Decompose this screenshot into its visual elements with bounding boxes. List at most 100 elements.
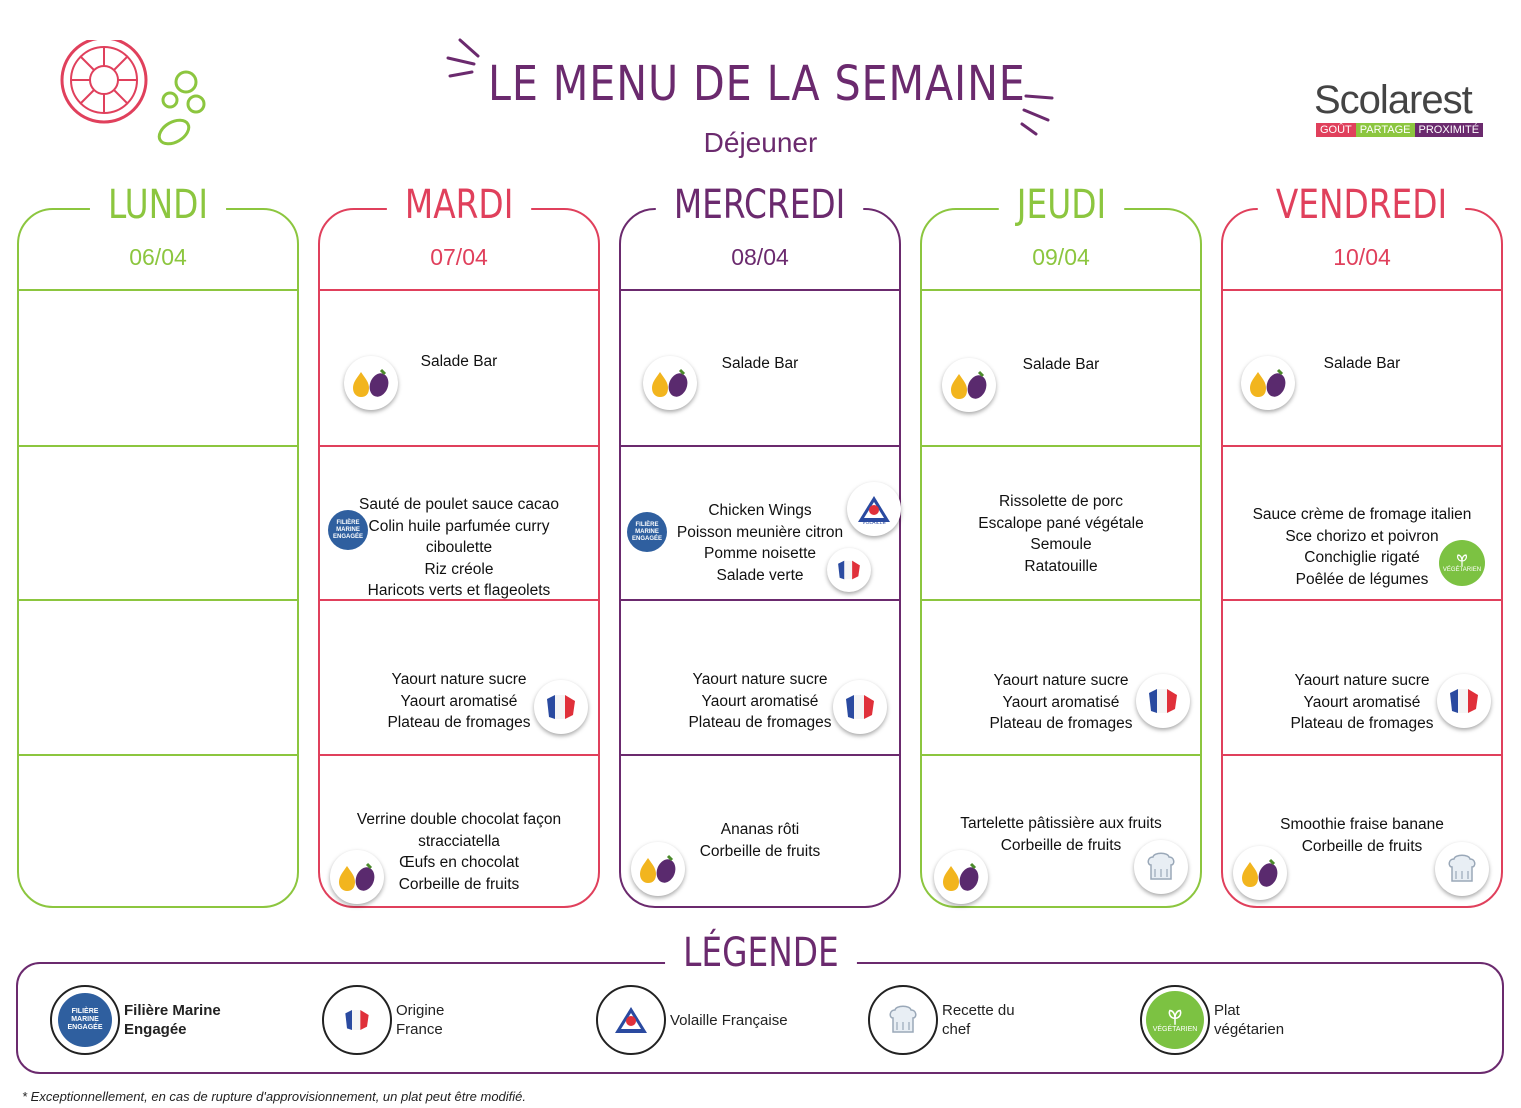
dessert-section: Verrine double chocolat façon stracciate… [320,809,598,895]
recette-chef-icon [868,985,938,1055]
menu-item: Yaourt nature sucre [1294,672,1430,689]
row-divider [19,289,297,291]
menu-item: Colin huile parfumée curry [368,517,550,535]
menu-item: Salade verte [716,566,804,584]
menu-item: Yaourt nature sucre [993,672,1129,689]
laitier-section: Yaourt nature sucre Yaourt aromatisé Pla… [922,670,1200,735]
plat-section: Chicken Wings Poisson meunière citron Po… [621,500,899,586]
day-column-vendredi: VENDREDI 10/04 Salade Bar Sauce crème de… [1221,182,1503,908]
row-divider [922,599,1200,601]
day-name: LUNDI [89,182,227,228]
filiere-marine-icon: FILIÈRE MARINE ENGAGÉE [627,512,667,552]
menu-item: Riz créole [424,560,494,578]
menu-item: Smoothie fraise banane [1280,816,1444,833]
page-title: LE MENU DE LA SEMAINE [488,56,1026,112]
entree-section: Salade Bar [621,353,899,375]
origine-france-icon [833,680,887,734]
origine-france-icon [1136,674,1190,728]
legend-title: LÉGENDE [664,930,857,976]
day-date: 08/04 [731,244,789,270]
pear-eggplant-icon [934,850,988,904]
logo-tag-partage: PARTAGE [1355,123,1415,137]
footnote: * Exceptionnellement, en cas de rupture … [22,1089,527,1104]
row-divider [320,445,598,447]
menu-item: Sauce crème de fromage italien [1252,506,1472,523]
plat-section: Sauté de poulet sauce cacao Colin huile … [320,494,598,602]
logo-tag-gout: GOÛT [1316,123,1356,137]
menu-item: Sauté de poulet sauce cacao [359,496,559,513]
menu-item: Corbeille de fruits [699,842,821,860]
dessert-section: Tartelette pâtissière aux fruits Corbeil… [922,813,1200,856]
row-divider [19,754,297,756]
row-divider [19,599,297,601]
menu-item: Yaourt aromatisé [1002,693,1120,711]
day-date: 09/04 [1032,244,1090,270]
row-divider [320,289,598,291]
origine-france-icon [322,985,392,1055]
menu-item: Ratatouille [1024,557,1098,575]
menu-item: Corbeille de fruits [1301,837,1423,855]
menu-item: ciboulette [425,539,493,556]
pear-eggplant-icon [1233,846,1287,900]
row-divider [1223,289,1501,291]
menu-item: Yaourt nature sucre [692,671,828,688]
laitier-section: Yaourt nature sucre Yaourt aromatisé Pla… [621,669,899,734]
pear-eggplant-icon [330,850,384,904]
row-divider [320,754,598,756]
menu-item: Yaourt aromatisé [400,692,518,710]
row-divider [922,445,1200,447]
laitier-section: Yaourt nature sucre Yaourt aromatisé Pla… [1223,670,1501,735]
menu-item: Sce chorizo et poivron [1285,527,1439,545]
day-name: MERCREDI [656,182,864,228]
volaille-francaise-icon [596,985,666,1055]
plat-section: Rissolette de porc Escalope pané végétal… [922,491,1200,577]
menu-item: Haricots verts et flageolets [367,582,551,599]
plat-section: Sauce crème de fromage italien Sce chori… [1223,504,1501,590]
row-divider [922,289,1200,291]
filiere-marine-icon: FILIÈRE MARINE ENGAGÉE [328,510,368,550]
row-divider [1223,599,1501,601]
menu-item: Conchiglie rigaté [1304,549,1420,566]
menu-item: Poisson meunière citron [676,523,844,541]
row-divider [621,599,899,601]
menu-item: Plateau de fromages [989,715,1133,732]
row-divider [621,289,899,291]
filiere-marine-icon: FILIÈRE MARINE ENGAGÉE [50,985,120,1055]
legend-label: Volaille Française [670,1011,788,1029]
day-column-lundi: LUNDI 06/04 [17,182,299,908]
meal-subtitle: Déjeuner [703,127,818,158]
day-column-jeudi: JEUDI 09/04 Salade Bar Rissolette de por… [920,182,1202,908]
origine-france-icon [534,680,588,734]
day-date: 07/04 [430,244,488,270]
pear-eggplant-icon [643,356,697,410]
row-divider [621,754,899,756]
day-name: VENDREDI [1258,182,1466,228]
tomato-peas-decoration [60,40,206,146]
logo-tag-proximite: PROXIMITÉ [1414,123,1484,137]
svg-text:VOLAILLE: VOLAILLE [862,520,886,526]
row-divider [320,599,598,601]
menu-item: Verrine double chocolat façon [356,811,562,828]
entree-section: Salade Bar [1223,353,1501,375]
plat-vegetarien-icon: VÉGÉTARIEN [1140,985,1210,1055]
origine-france-icon [827,548,871,592]
menu-item: Rissolette de porc [998,493,1124,510]
menu-item: Salade Bar [1022,356,1100,373]
menu-item: Salade Bar [721,355,799,372]
menu-item: Escalope pané végétale [978,514,1144,532]
day-name: JEUDI [998,182,1124,228]
title-sparkles-decoration [446,38,1054,136]
day-date: 06/04 [129,244,187,270]
pear-eggplant-icon [1241,356,1295,410]
logo-tagline: GOÛT PARTAGE PROXIMITÉ [1316,123,1484,137]
volaille-francaise-icon: VOLAILLE [847,482,901,536]
laitier-section: Yaourt nature sucre Yaourt aromatisé Pla… [320,669,598,734]
day-date: 10/04 [1333,244,1391,270]
origine-france-icon [1437,674,1491,728]
menu-item: stracciatella [418,832,500,850]
